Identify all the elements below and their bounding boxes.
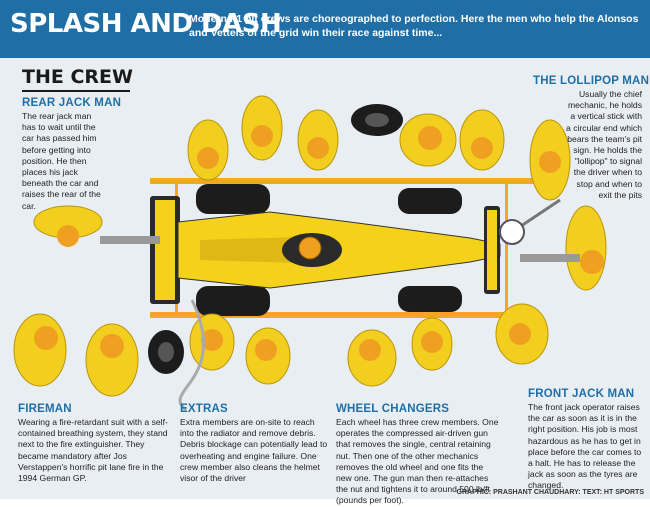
front-jack-label: FRONT JACK MAN	[528, 388, 635, 400]
extras-label: EXTRAS	[180, 403, 228, 415]
crew-members	[13, 95, 607, 412]
fireman-label: FIREMAN	[18, 403, 72, 415]
graphic-credit: GRAPHIC: PRASHANT CHAUDHARY: TEXT: HT SP…	[456, 489, 644, 496]
wheel-changers-label: WHEEL CHANGERS	[336, 403, 450, 415]
lollipop-text: Usually the chief mechanic, he holds a v…	[566, 89, 642, 200]
page-title: SPLASH AND DASH	[10, 9, 282, 39]
pit-stop-illustration	[13, 95, 607, 412]
f1-car	[150, 184, 501, 316]
header-banner: SPLASH AND DASH Modern F1 pit crews are …	[0, 0, 650, 58]
lollipop-sign	[499, 198, 561, 245]
fireman-text: Wearing a fire-retardant suit with a sel…	[18, 417, 168, 484]
rear-jack-label: REAR JACK MAN	[22, 97, 122, 109]
front-jack-text: The front jack operator raises the car a…	[528, 402, 642, 491]
lollipop-label: THE LOLLIPOP MAN	[533, 75, 650, 87]
crew-heading: THE CREW	[22, 66, 133, 88]
wheel-changers-text: Each wheel has three crew members. One o…	[336, 417, 499, 506]
crew-heading-rule	[22, 90, 130, 92]
spare-tyres	[148, 104, 403, 374]
intro-text: Modern F1 pit crews are choreographed to…	[189, 13, 639, 39]
extras-text: Extra members are on-site to reach into …	[180, 417, 328, 484]
rear-jack-text: The rear jack man has to wait until the …	[22, 111, 101, 211]
